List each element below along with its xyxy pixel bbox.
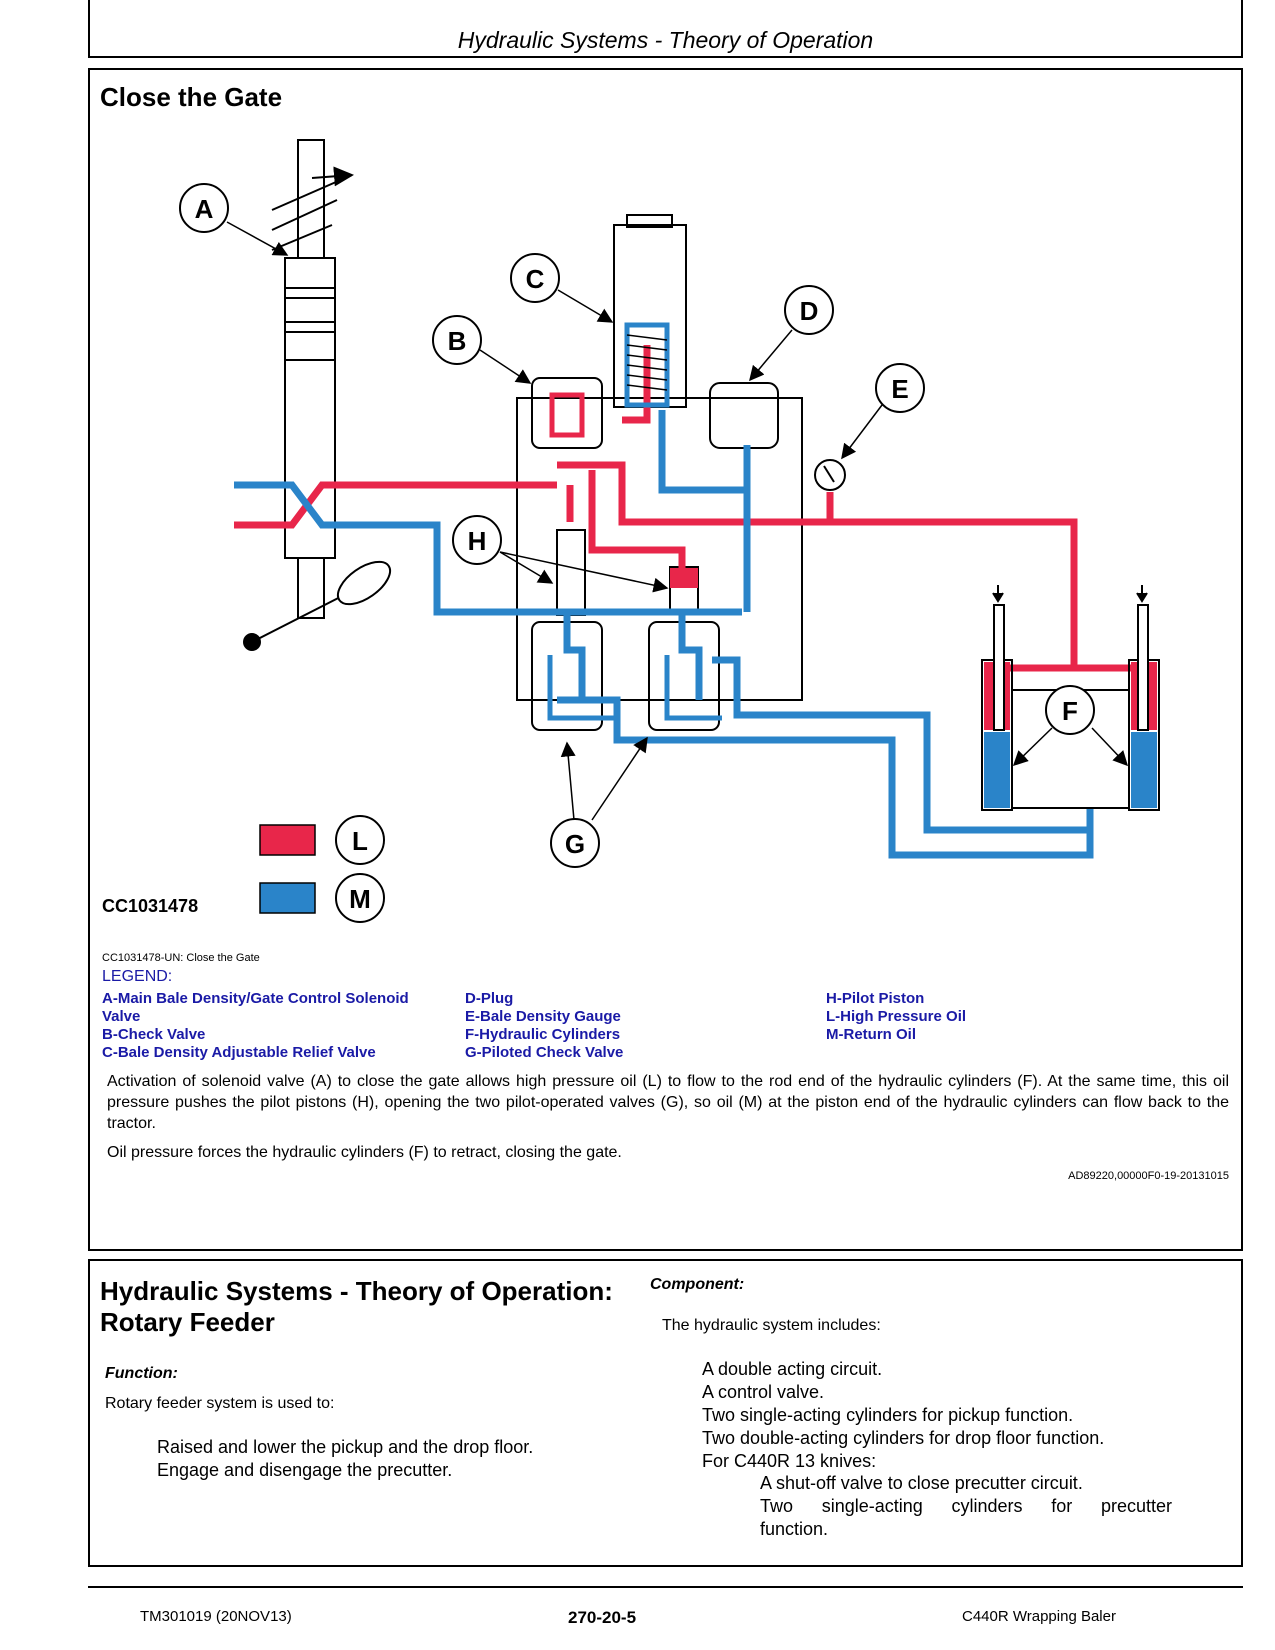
legend-col1-item: B-Check Valve	[102, 1026, 206, 1043]
legend-col2-item: G-Piloted Check Valve	[465, 1044, 624, 1061]
component-item: Two double-acting cylinders for drop flo…	[702, 1428, 1105, 1448]
callout-l: L	[335, 815, 385, 865]
footer-rule	[88, 1586, 1243, 1588]
legend-col3-item: M-Return Oil	[826, 1026, 916, 1043]
component-subitem: A shut-off valve to close precutter circ…	[760, 1473, 1083, 1493]
function-item: Raised and lower the pickup and the drop…	[157, 1437, 534, 1457]
figure-id: CC1031478	[102, 896, 198, 916]
legend-col3-item: H-Pilot Piston	[826, 990, 925, 1007]
pilot-piston-fill	[670, 568, 698, 588]
component-item: Two single-acting cylinders for pickup f…	[702, 1405, 1074, 1425]
svg-text:C: C	[526, 264, 545, 294]
legend-swatch-return	[259, 882, 316, 914]
hydraulic-diagram: A B C D E F G H L M CC1031478	[102, 139, 1160, 923]
doc-code: AD89220,00000F0-19-20131015	[1068, 1170, 1229, 1182]
footer-model: C440R Wrapping Baler	[962, 1608, 1116, 1625]
section-rotary-feeder: Hydraulic Systems - Theory of Operation:…	[88, 1259, 1243, 1567]
function-item: Engage and disengage the precutter.	[157, 1460, 453, 1480]
function-label: Function:	[105, 1365, 178, 1382]
svg-text:B: B	[448, 326, 467, 356]
svg-text:A: A	[195, 194, 214, 224]
legend-swatch-high-pressure	[259, 824, 316, 856]
page-header-title: Hydraulic Systems - Theory of Operation	[457, 27, 874, 53]
figure-caption: CC1031478-UN: Close the Gate	[102, 952, 260, 964]
legend-col2-item: F-Hydraulic Cylinders	[465, 1026, 621, 1043]
callout-e: E	[875, 363, 925, 413]
return-oil-lines	[234, 410, 1094, 859]
legend-col2-item: E-Bale Density Gauge	[465, 1008, 621, 1025]
callout-m: M	[335, 873, 385, 923]
component-subitem: function.	[760, 1519, 829, 1539]
svg-text:H: H	[468, 526, 487, 556]
hydraulic-cylinders-f	[981, 585, 1160, 811]
body-paragraph: Oil pressure forces the hydraulic cylind…	[107, 1144, 622, 1161]
page-number: 270-20-5	[568, 1608, 637, 1627]
legend-col1-item: C-Bale Density Adjustable Relief Valve	[102, 1044, 376, 1061]
footer-manual-id: TM301019 (20NOV13)	[140, 1608, 292, 1625]
body-paragraph: Activation of solenoid valve (A) to clos…	[107, 1073, 1229, 1132]
svg-text:F: F	[1062, 696, 1078, 726]
legend-col1-item: A-Main Bale Density/Gate Control Solenoi…	[102, 990, 409, 1007]
legend-col1-item: Valve	[102, 1008, 141, 1025]
component-item: A double acting circuit.	[702, 1359, 883, 1379]
legend-title: LEGEND:	[102, 968, 173, 985]
component-label: Component:	[650, 1276, 745, 1293]
section-heading: Close the Gate	[100, 82, 283, 112]
component-item: A control valve.	[702, 1382, 825, 1402]
callout-c: C	[510, 253, 560, 303]
component-subitem: Two single-acting cylinders for precutte…	[760, 1496, 1172, 1516]
legend-col2-item: D-Plug	[465, 990, 514, 1007]
callout-b: B	[432, 315, 482, 365]
component-item: For C440R 13 knives:	[702, 1451, 877, 1471]
section-close-the-gate: Close the Gate	[88, 68, 1243, 1251]
callout-g: G	[550, 818, 600, 868]
svg-text:L: L	[352, 826, 368, 856]
svg-text:G: G	[565, 829, 585, 859]
svg-text:M: M	[349, 884, 371, 914]
function-intro: Rotary feeder system is used to:	[105, 1395, 335, 1412]
callout-h: H	[452, 515, 502, 565]
svg-text:E: E	[891, 374, 908, 404]
callout-d: D	[784, 285, 834, 335]
callout-f: F	[1045, 685, 1095, 735]
high-pressure-lines	[234, 345, 1156, 728]
legend-col3-item: L-High Pressure Oil	[826, 1008, 967, 1025]
solenoid-valve-a	[243, 139, 392, 651]
svg-text:D: D	[800, 296, 819, 326]
component-intro: The hydraulic system includes:	[662, 1317, 881, 1334]
section-heading: Rotary Feeder	[100, 1307, 275, 1337]
section-heading: Hydraulic Systems - Theory of Operation:	[100, 1276, 613, 1306]
header-frame: Hydraulic Systems - Theory of Operation	[88, 0, 1243, 58]
callout-a: A	[179, 183, 229, 233]
